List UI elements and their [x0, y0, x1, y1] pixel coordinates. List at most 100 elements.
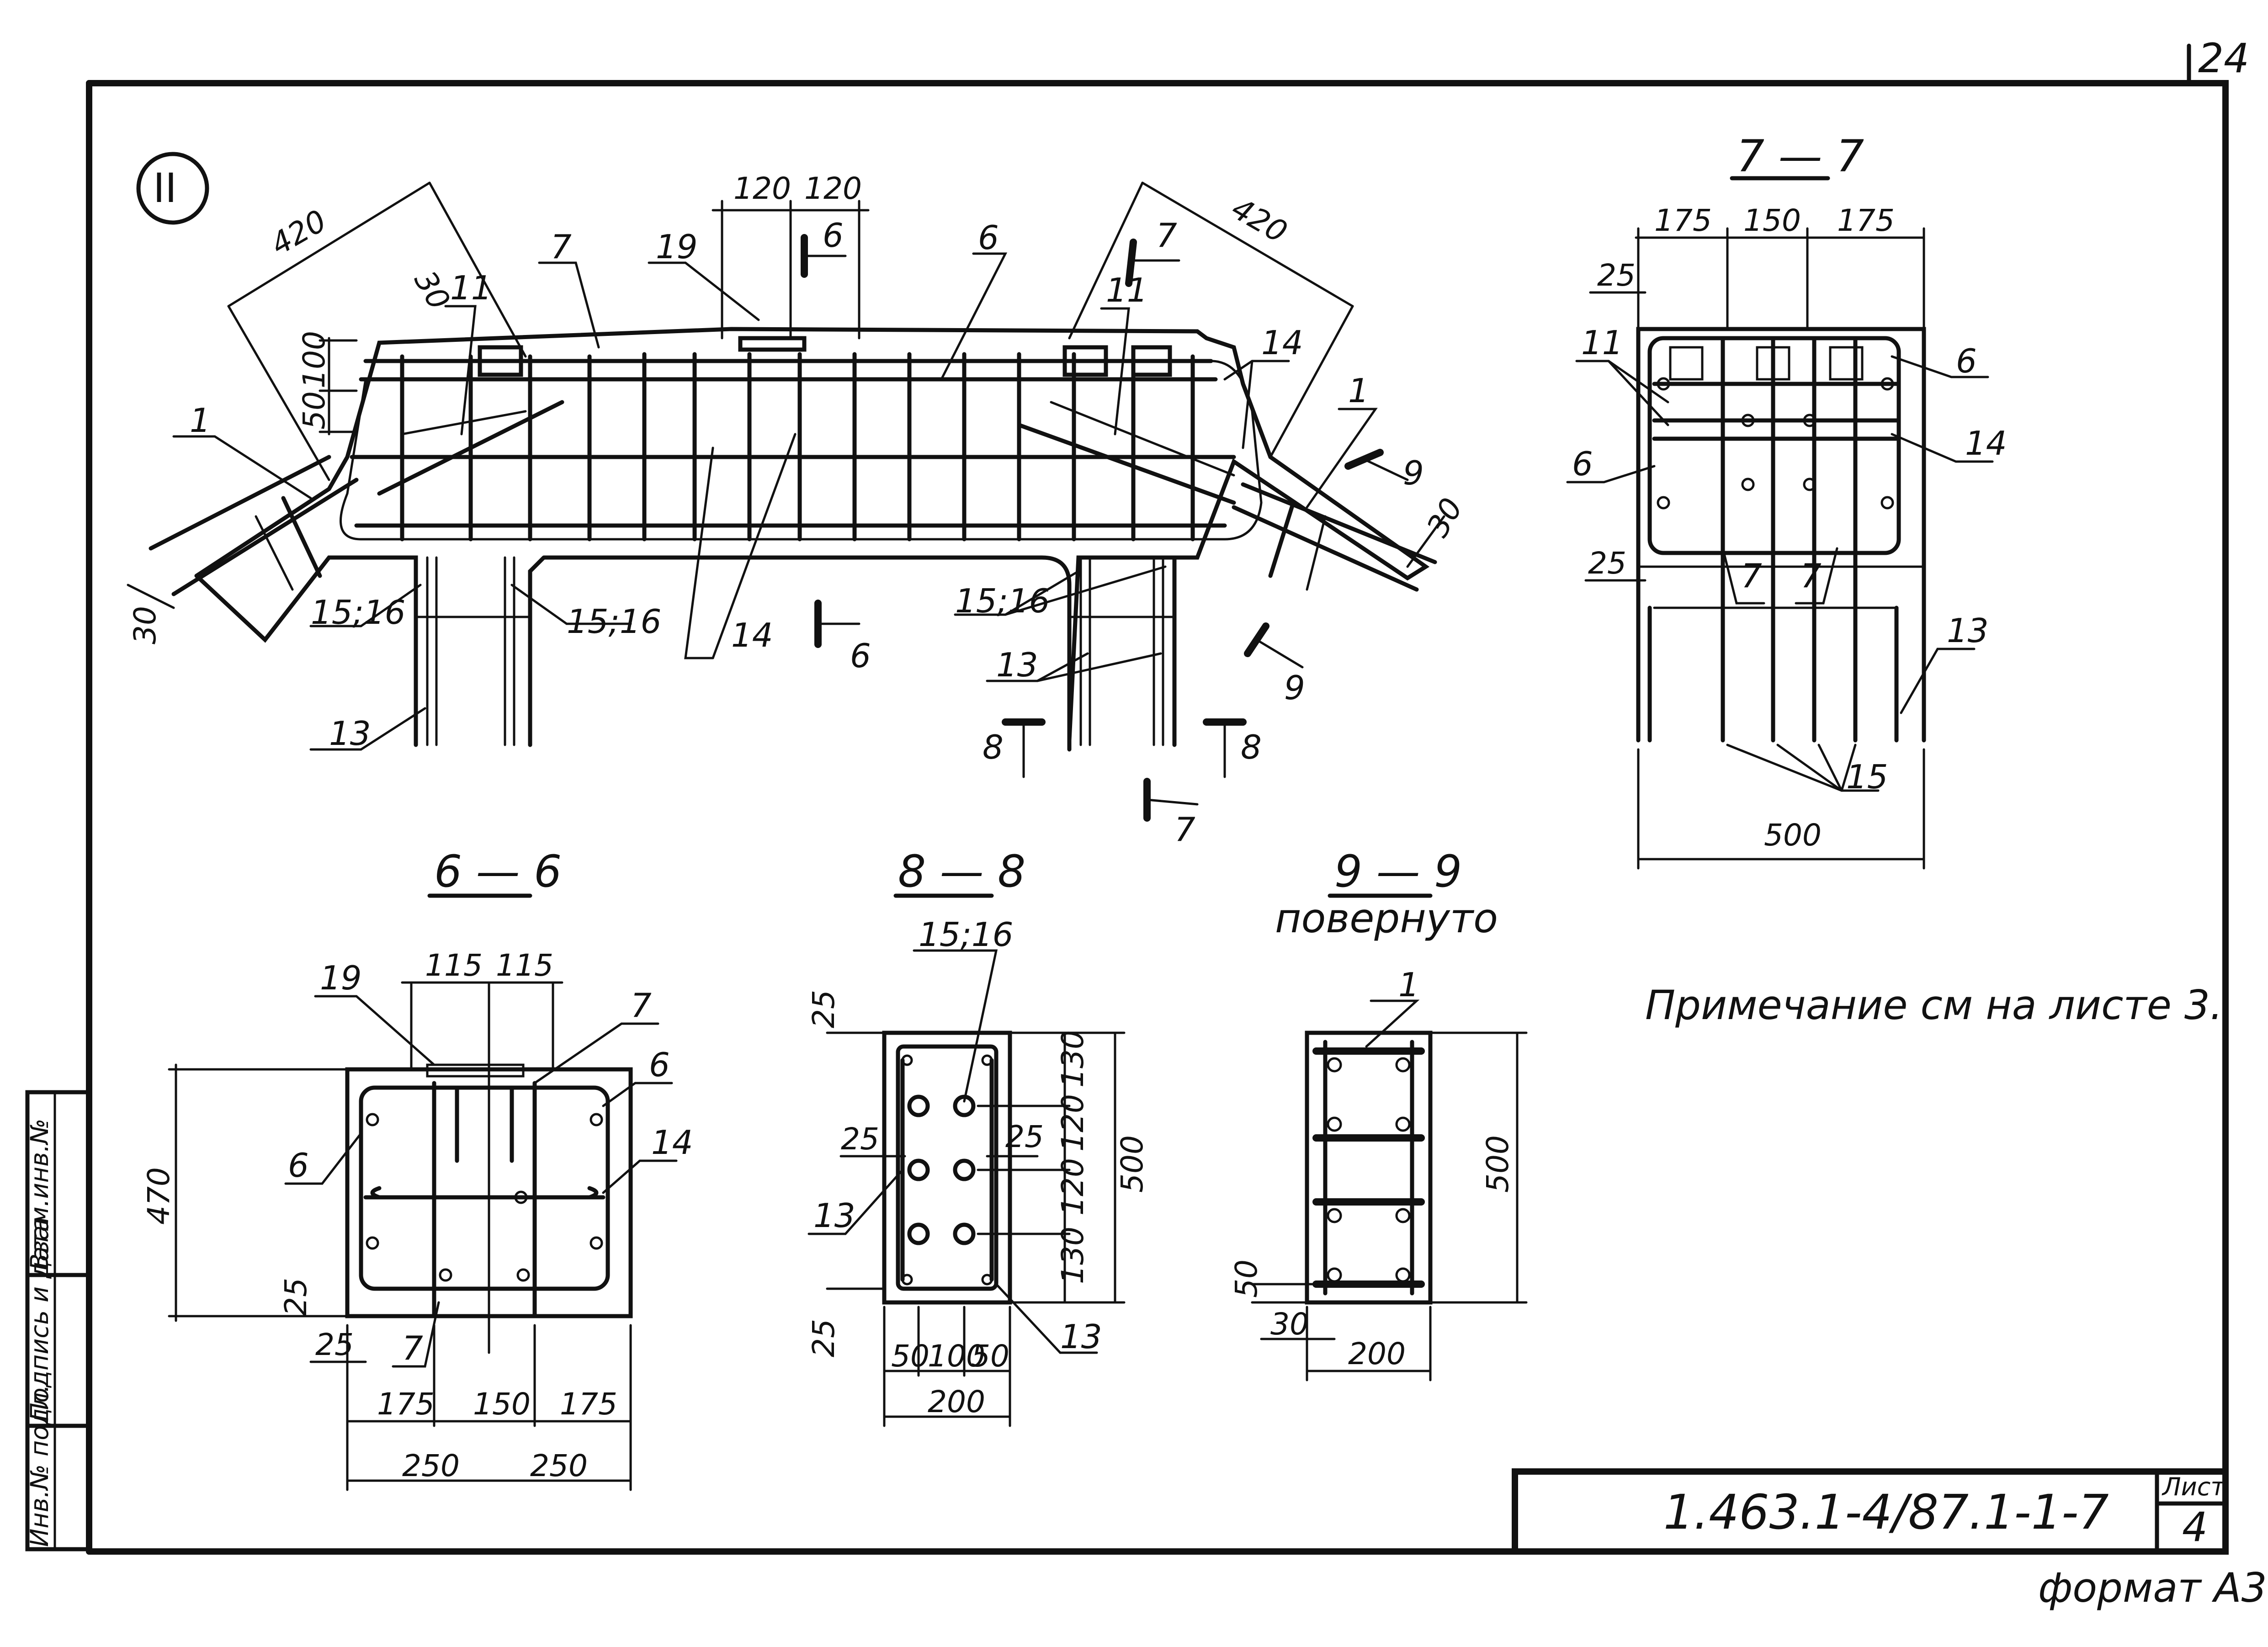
dim-30-top: 30: [407, 265, 457, 316]
s88-callout-1516: 15;16: [919, 915, 1014, 954]
s88-dim-120-a: 120: [1055, 1094, 1090, 1152]
callout-1-right: 1: [1348, 372, 1369, 410]
s88-dim-200: 200: [928, 1384, 985, 1419]
sheet-label: Лист: [2162, 1472, 2226, 1501]
s88-dim-100: 100: [928, 1339, 985, 1374]
s88-dim-500: 500: [1115, 1135, 1150, 1193]
callout-13-left: 13: [329, 714, 371, 753]
section-mark-7-top: 7: [1156, 216, 1177, 255]
s99-dim-50: 50: [1229, 1259, 1264, 1298]
s88-dim-50-right: 50: [971, 1339, 1009, 1374]
s66-callout-7-bottom: 7: [402, 1329, 423, 1367]
s66-dim-115-right: 115: [496, 948, 553, 983]
section-7-7-title: 7 — 7: [1737, 131, 1864, 182]
callout-1516-left: 15;16: [311, 593, 406, 632]
s66-dim-250-left: 250: [402, 1448, 460, 1483]
s88-dim-25-bottom: 25: [806, 1319, 841, 1357]
stamp-field-signature: Подпись и дата: [25, 1217, 54, 1421]
s66-dim-470: 470: [141, 1167, 176, 1225]
s88-dim-50-left: 50: [891, 1339, 930, 1374]
s77-callout-6-left: 6: [1572, 445, 1593, 483]
section-mark-8-left: 8: [983, 728, 1004, 766]
dim-50: 50: [297, 391, 332, 430]
dim-120-b: 120: [804, 171, 862, 206]
dim-100: 100: [297, 331, 332, 388]
sheet-note: Примечание см на листе 3.: [1645, 982, 2223, 1029]
s66-dim-150: 150: [473, 1387, 531, 1422]
s66-callout-19: 19: [320, 959, 362, 997]
s99-dim-30: 30: [1270, 1307, 1309, 1342]
s88-dim-25-left: 25: [841, 1121, 879, 1157]
section-mark-9-bottom: 9: [1284, 669, 1305, 707]
sheet-frame: 24: [86, 35, 2249, 1555]
side-stamp: Взам.инв.№ Подпись и дата Инв.№ подл.: [25, 1090, 91, 1551]
s99-dim-200: 200: [1348, 1336, 1406, 1371]
section-9-9-title: 9 — 9: [1334, 846, 1462, 897]
s88-dim-130-top: 130: [1055, 1030, 1090, 1088]
s77-callout-11: 11: [1581, 324, 1623, 362]
main-view: II: [127, 152, 1470, 849]
s77-callout-15: 15: [1846, 758, 1888, 796]
callout-14-bottom: 14: [731, 616, 773, 654]
section-9-9: 9 — 9 повернуто 500 50 30 200 1: [1229, 846, 1528, 1381]
s77-callout-6-right: 6: [1956, 342, 1977, 380]
dim-120-a: 120: [733, 171, 791, 206]
dim-30-right: 30: [1420, 492, 1470, 543]
s77-dim-500: 500: [1764, 818, 1822, 853]
s66-callout-14: 14: [651, 1123, 693, 1162]
s66-dim-25-side: 25: [278, 1278, 313, 1316]
s77-callout-14: 14: [1965, 424, 2007, 462]
stamp-field-substitute: Взам.инв.№: [25, 1119, 54, 1270]
callout-14-right: 14: [1261, 324, 1303, 362]
s66-callout-6-right: 6: [649, 1046, 670, 1084]
s77-callout-7-left: 7: [1741, 557, 1762, 595]
s66-dim-175-right: 175: [560, 1387, 617, 1422]
s88-dim-130-bottom: 130: [1055, 1227, 1090, 1284]
s77-dim-150: 150: [1743, 203, 1801, 238]
s88-dim-25-top: 25: [806, 990, 841, 1028]
s77-callout-7-right: 7: [1801, 557, 1822, 595]
s77-dim-25-bottom: 25: [1588, 546, 1626, 581]
section-8-8: 8 — 8 130 120 120 130 500 25 25 2: [806, 846, 1150, 1427]
section-9-9-subtitle: повернуто: [1275, 895, 1498, 942]
dim-420-left: 420: [265, 203, 333, 262]
callout-7: 7: [551, 228, 572, 266]
callout-11-left: 11: [450, 269, 492, 307]
s99-callout-1: 1: [1398, 966, 1419, 1004]
callout-13-right: 13: [996, 646, 1038, 684]
s77-dim-175-left: 175: [1654, 203, 1712, 238]
section-mark-7-bottom: 7: [1174, 810, 1195, 849]
s66-callout-6-left: 6: [288, 1146, 309, 1185]
callout-6: 6: [978, 218, 999, 257]
s77-dim-25-top: 25: [1597, 258, 1636, 293]
dim-420-right: 420: [1226, 191, 1293, 250]
document-code: 1.463.1-4/87.1-1-7: [1663, 1484, 2109, 1540]
s77-callout-13: 13: [1947, 611, 1989, 650]
callout-1-left: 1: [190, 401, 211, 440]
section-mark-8-right: 8: [1241, 728, 1262, 766]
stamp-field-inventory: Инв.№ подл.: [25, 1385, 54, 1547]
s88-callout-13-right: 13: [1060, 1318, 1102, 1356]
sheet-number: 4: [2182, 1504, 2208, 1551]
format-label: формат А3: [2038, 1564, 2267, 1611]
section-7-7: 7 — 7 175 150 175: [1566, 131, 2007, 870]
s66-dim-250-right: 250: [530, 1448, 588, 1483]
s88-dim-25-right: 25: [1005, 1119, 1044, 1154]
dim-30-left: 30: [127, 606, 163, 644]
detail-mark-circle: [136, 152, 209, 225]
callout-1516-right: 15;16: [955, 582, 1050, 620]
section-6-6-title: 6 — 6: [434, 846, 562, 897]
s66-dim-115-left: 115: [425, 948, 483, 983]
section-6-6: 6 — 6 115 115 470 25 25: [141, 846, 693, 1491]
title-block: 1.463.1-4/87.1-1-7 Лист 4 формат А3: [1512, 1468, 2267, 1611]
page-number: 24: [2198, 35, 2249, 82]
s77-dim-175-right: 175: [1837, 203, 1895, 238]
section-8-8-title: 8 — 8: [898, 846, 1025, 897]
s88-dim-120-b: 120: [1055, 1158, 1090, 1216]
detail-mark: II: [153, 165, 177, 212]
s66-dim-175-left: 175: [377, 1387, 435, 1422]
s99-dim-500: 500: [1480, 1135, 1515, 1193]
stirrups: [400, 352, 1195, 542]
s88-callout-13-left: 13: [813, 1196, 855, 1235]
